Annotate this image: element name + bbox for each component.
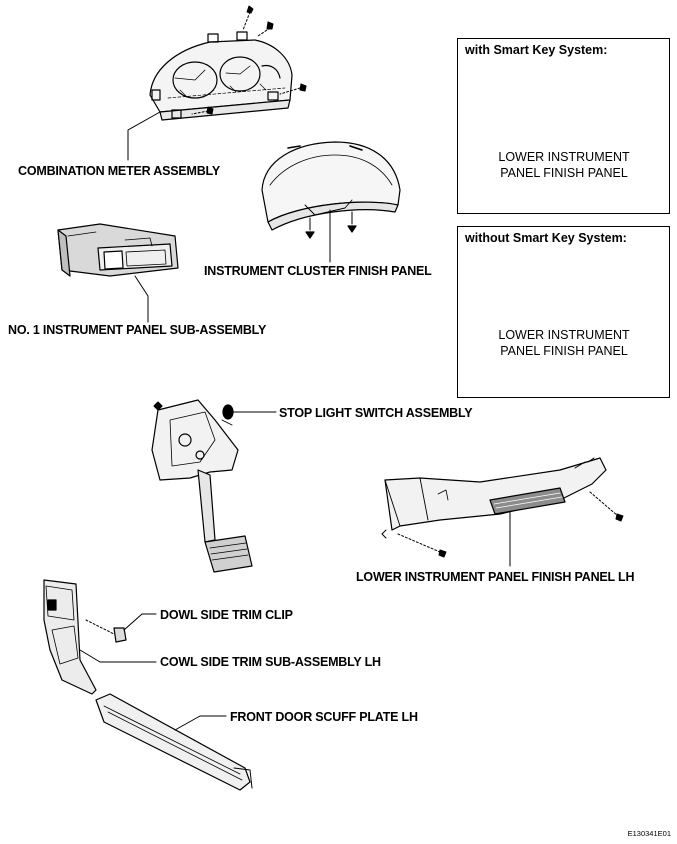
- stop-light-switch-drawing: [221, 404, 277, 426]
- with-smart-key-caption-line1: LOWER INSTRUMENT: [498, 150, 630, 164]
- meter-screws: [191, 5, 307, 115]
- lower-finish-panel-screws: [397, 491, 624, 558]
- combination-meter-drawing: [149, 31, 293, 121]
- instrument-cluster-finish-panel-drawing: [261, 141, 401, 239]
- leader-dowl-clip: [123, 613, 157, 631]
- label-combination-meter: COMBINATION METER ASSEMBLY: [18, 164, 220, 178]
- no1-instrument-panel-drawing: [57, 223, 179, 277]
- with-smart-key-box: with Smart Key System: LOWER INSTRUMENT …: [457, 38, 670, 214]
- label-instrument-cluster-finish-panel: INSTRUMENT CLUSTER FINISH PANEL: [204, 264, 432, 278]
- without-smart-key-box: without Smart Key System: LOWER INSTRUME…: [457, 226, 670, 398]
- brake-pedal-drawing: [151, 399, 253, 573]
- without-smart-key-title: without Smart Key System:: [465, 231, 627, 245]
- dowl-side-trim-clip-drawing: [85, 619, 127, 643]
- label-no1-instrument-panel: NO. 1 INSTRUMENT PANEL SUB-ASSEMBLY: [8, 323, 267, 337]
- scuff-plate-drawing: [95, 693, 253, 791]
- without-smart-key-caption-line2: PANEL FINISH PANEL: [500, 344, 628, 358]
- label-dowl-side-trim-clip: DOWL SIDE TRIM CLIP: [160, 608, 293, 622]
- with-smart-key-title: with Smart Key System:: [465, 43, 608, 57]
- with-smart-key-caption-line2: PANEL FINISH PANEL: [500, 166, 628, 180]
- label-cowl-side-trim: COWL SIDE TRIM SUB-ASSEMBLY LH: [160, 655, 381, 669]
- with-smart-key-caption: LOWER INSTRUMENT PANEL FINISH PANEL: [474, 149, 654, 181]
- leader-scuff-plate: [174, 715, 227, 731]
- without-smart-key-caption: LOWER INSTRUMENT PANEL FINISH PANEL: [474, 327, 654, 359]
- figure-reference: E130341E01: [627, 829, 671, 838]
- without-smart-key-caption-line1: LOWER INSTRUMENT: [498, 328, 630, 342]
- label-front-door-scuff-plate: FRONT DOOR SCUFF PLATE LH: [230, 710, 418, 724]
- label-lower-finish-panel-lh: LOWER INSTRUMENT PANEL FINISH PANEL LH: [356, 570, 635, 584]
- leader-cowl-side-trim: [79, 649, 157, 663]
- leader-combination-meter: [127, 111, 161, 161]
- lower-finish-panel-lh-drawing: [381, 457, 607, 539]
- cowl-side-trim-drawing: [43, 579, 97, 695]
- label-stop-light-switch: STOP LIGHT SWITCH ASSEMBLY: [279, 406, 473, 420]
- leader-no1-instrument-panel: [134, 275, 149, 323]
